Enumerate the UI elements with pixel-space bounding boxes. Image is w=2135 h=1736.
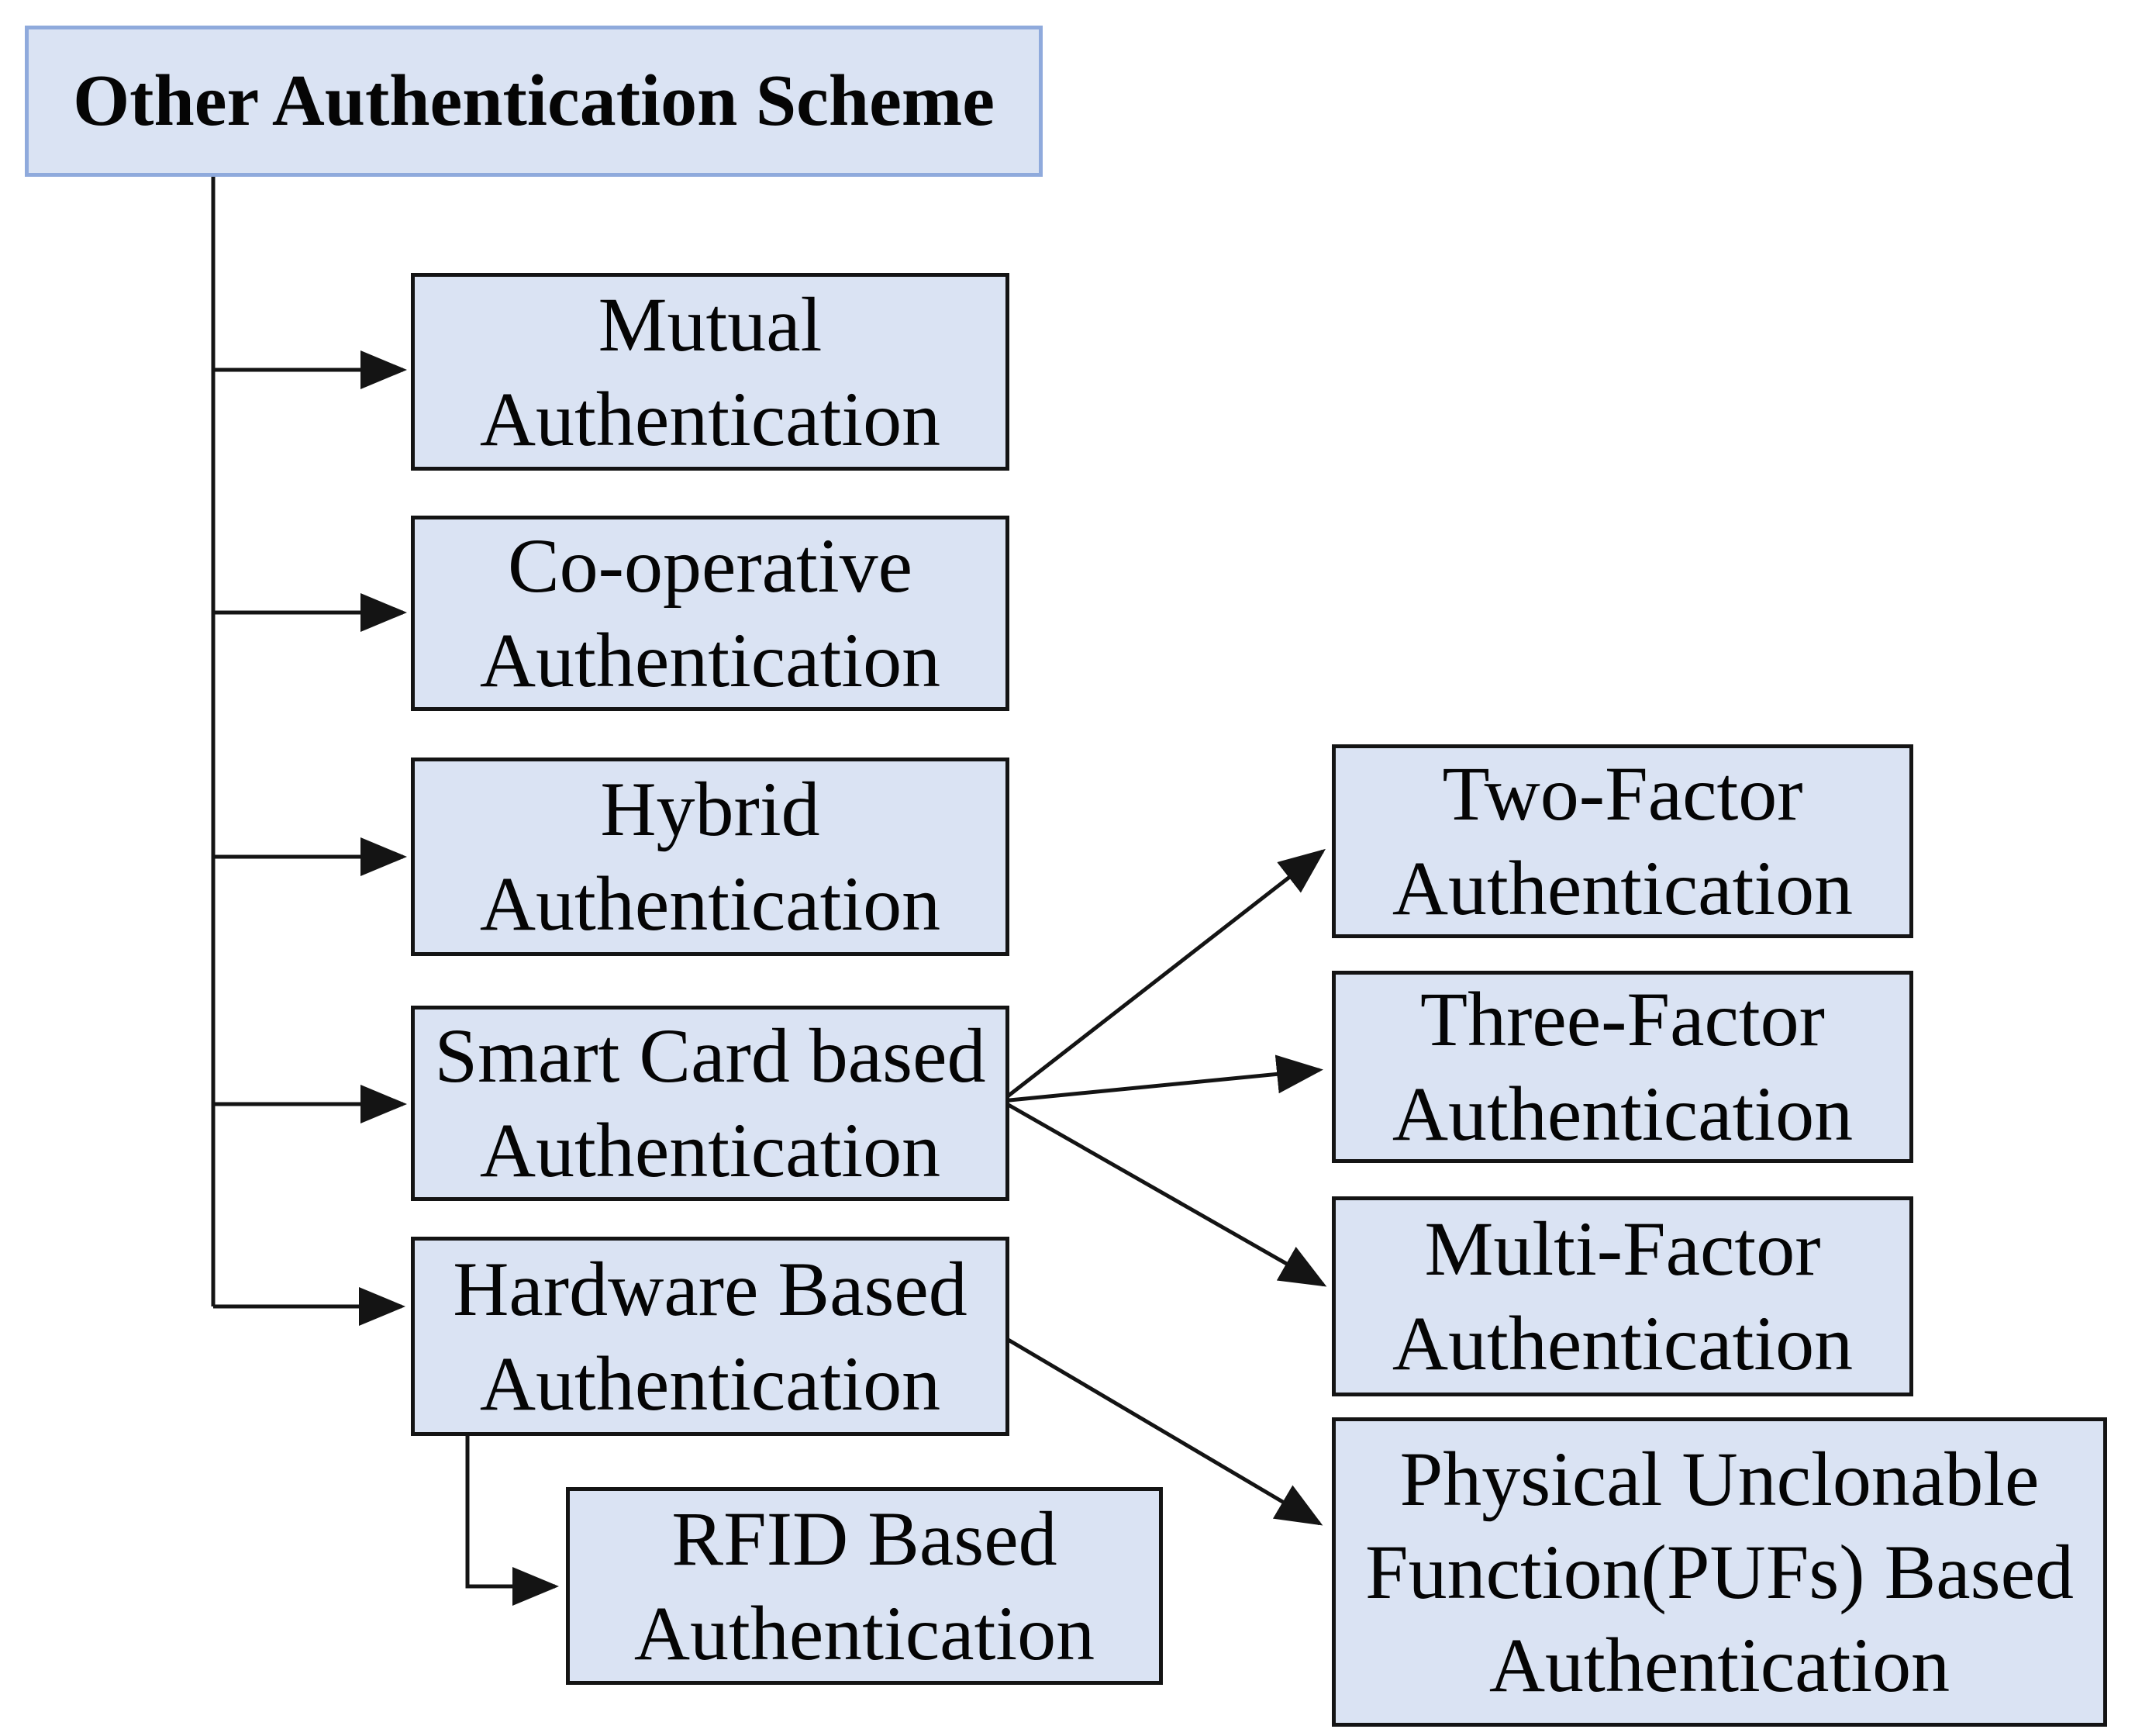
node-smart-card-based-authentication: Smart Card based Authentication bbox=[411, 1006, 1009, 1201]
node-label: RFID Based Authentication bbox=[633, 1495, 1095, 1676]
node-label: Other Authentication Scheme bbox=[73, 60, 995, 141]
node-puf-based-authentication: Physical Unclonable Function(PUFs) Based… bbox=[1332, 1417, 2107, 1727]
node-label: Co-operative Authentication bbox=[479, 523, 941, 703]
node-label: Multi-Factor Authentication bbox=[1392, 1206, 1854, 1386]
node-label: Mutual Authentication bbox=[479, 281, 941, 462]
node-label: Two-Factor Authentication bbox=[1392, 751, 1854, 931]
edge-smartcard-multifactor bbox=[1000, 1099, 1327, 1287]
edge-smartcard-twofactor bbox=[1000, 848, 1326, 1103]
node-label: Smart Card based Authentication bbox=[434, 1013, 986, 1193]
node-label: Hardware Based Authentication bbox=[453, 1245, 967, 1427]
node-two-factor-authentication: Two-Factor Authentication bbox=[1332, 744, 1913, 938]
node-cooperative-authentication: Co-operative Authentication bbox=[411, 516, 1009, 711]
edge-smartcard-threefactor bbox=[1001, 1054, 1323, 1103]
node-label: Three-Factor Authentication bbox=[1392, 976, 1854, 1157]
node-three-factor-authentication: Three-Factor Authentication bbox=[1332, 971, 1913, 1163]
node-label: Hybrid Authentication bbox=[479, 766, 941, 947]
node-hybrid-authentication: Hybrid Authentication bbox=[411, 758, 1009, 956]
edge-hardware-puf bbox=[996, 1331, 1323, 1526]
node-hardware-based-authentication: Hardware Based Authentication bbox=[411, 1237, 1009, 1436]
edge-hardware-rfid bbox=[465, 1436, 559, 1606]
node-other-authentication-scheme: Other Authentication Scheme bbox=[25, 26, 1043, 177]
node-label: Physical Unclonable Function(PUFs) Based… bbox=[1365, 1435, 2074, 1708]
node-multi-factor-authentication: Multi-Factor Authentication bbox=[1332, 1196, 1913, 1396]
node-rfid-based-authentication: RFID Based Authentication bbox=[566, 1487, 1163, 1685]
node-mutual-authentication: Mutual Authentication bbox=[411, 273, 1009, 471]
